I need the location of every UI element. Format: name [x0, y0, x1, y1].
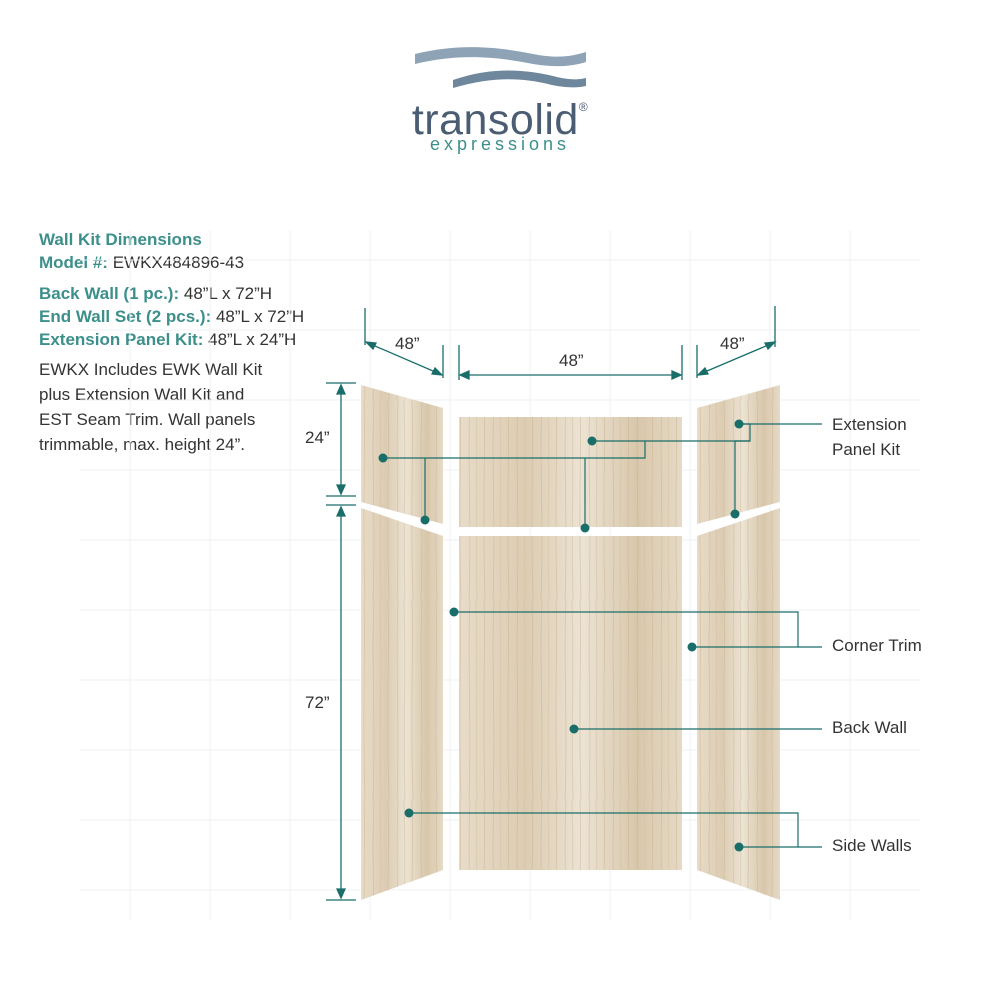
back-wall-label: Back Wall — [832, 718, 907, 737]
right-width-label: 48” — [720, 334, 745, 353]
brand-wordmark: transolid® — [411, 96, 589, 144]
center-extension-panel — [459, 417, 682, 527]
callout-dots — [378, 419, 744, 852]
left-width-label: 48” — [395, 334, 420, 353]
wave-logo-icon — [415, 47, 586, 88]
right-extension-panel — [697, 385, 780, 524]
brand-logo: transolid® expressions — [0, 30, 1000, 170]
center-width-label: 48” — [559, 351, 584, 370]
left-side-wall — [361, 508, 443, 900]
extension-spec: Extension Panel Kit: 48”L x 24”H — [39, 330, 297, 349]
lower-height-label: 72” — [305, 693, 330, 712]
left-extension-panel — [361, 385, 443, 524]
back-wall-spec: Back Wall (1 pc.): 48”L x 72”H — [39, 284, 273, 303]
spec-title: Wall Kit Dimensions — [39, 230, 202, 249]
model-number: Model #: EWKX484896-43 — [39, 253, 245, 272]
end-wall-spec: End Wall Set (2 pcs.): 48”L x 72”H — [39, 307, 305, 326]
brand-tagline: expressions — [429, 134, 571, 154]
callout-leaders — [383, 423, 822, 848]
corner-trim-label: Corner Trim — [832, 636, 922, 655]
kit-description: EWKX Includes EWK Wall Kit plus Extensio… — [39, 360, 263, 454]
back-wall-panel — [459, 536, 682, 870]
upper-height-label: 24” — [305, 428, 330, 447]
dimension-lines — [326, 306, 777, 901]
spec-panel: Wall Kit Dimensions Model #: EWKX484896-… — [39, 228, 359, 457]
right-side-wall — [697, 508, 780, 900]
side-walls-label: Side Walls — [832, 836, 912, 855]
extension-panel-kit-label: Extension Panel Kit — [832, 415, 907, 459]
